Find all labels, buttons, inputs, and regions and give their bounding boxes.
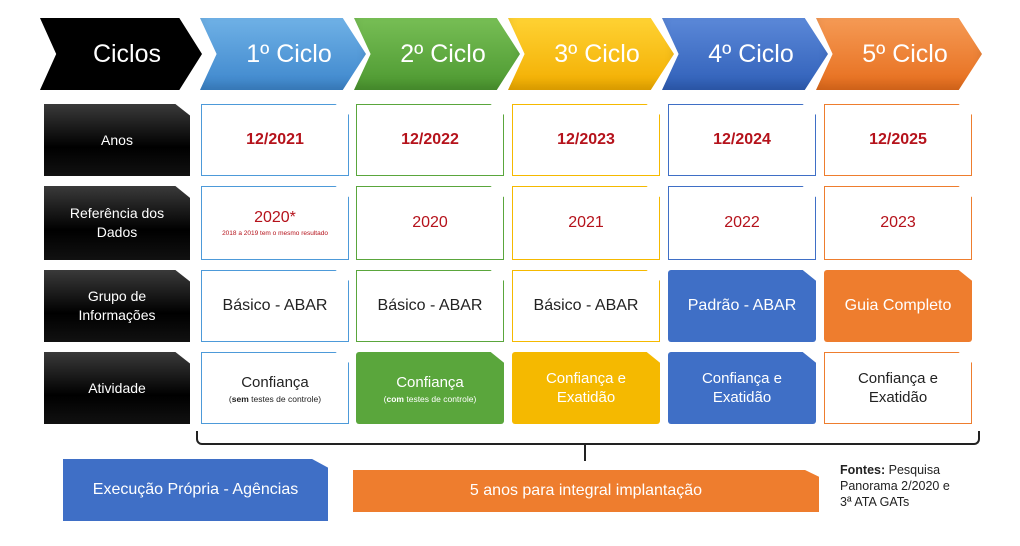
anos-value: 12/2022 — [401, 131, 459, 148]
referencia-value: 2021 — [568, 214, 604, 231]
anos-cell-1: 12/2021 — [201, 104, 349, 176]
atividade-value: Confiança e — [701, 370, 783, 387]
grupo-value: Básico - ABAR — [377, 297, 483, 314]
ciclos-chevron: Ciclos — [40, 18, 202, 90]
anos-cell-4: 12/2024 — [668, 104, 816, 176]
row-label-anos: Anos — [44, 104, 190, 176]
referencia-value: 2023 — [880, 214, 916, 231]
atividade-value: Exatidão — [712, 389, 772, 406]
atividade-value: Confiança — [241, 373, 309, 391]
grupo-value: Básico - ABAR — [533, 297, 639, 314]
referencia-value: 2022 — [724, 214, 760, 231]
execucao-propria-box: Execução Própria - Agências — [63, 459, 328, 521]
ciclos-label: Ciclos — [92, 39, 162, 68]
referencia-cell-2: 2020 — [356, 186, 504, 260]
grupo-value: Básico - ABAR — [222, 297, 328, 314]
grupo-cell-1: Básico - ABAR — [201, 270, 349, 342]
anos-cell-2: 12/2022 — [356, 104, 504, 176]
cycle-1-chevron: 1º Ciclo — [200, 18, 366, 90]
brace-tip — [584, 443, 586, 461]
referencia-cell-1: 2020* 2018 a 2019 tem o mesmo resultado — [201, 186, 349, 260]
cycle-3-chevron: 3º Ciclo — [508, 18, 674, 90]
grupo-cell-3: Básico - ABAR — [512, 270, 660, 342]
grupo-value: Guia Completo — [844, 297, 952, 314]
row-label-referencia: Referência dos Dados — [44, 186, 190, 260]
anos-value: 12/2025 — [869, 131, 927, 148]
atividade-value: Confiança e — [857, 370, 939, 387]
cycle-3-label: 3º Ciclo — [554, 39, 640, 68]
cycle-4-chevron: 4º Ciclo — [662, 18, 828, 90]
brace-bracket — [196, 431, 980, 445]
referencia-value: 2020 — [412, 214, 448, 231]
referencia-cell-4: 2022 — [668, 186, 816, 260]
anos-value: 12/2024 — [713, 131, 771, 148]
referencia-note: 2018 a 2019 tem o mesmo resultado — [222, 229, 328, 237]
row-label-grupo: Grupo de Informações — [44, 270, 190, 342]
cycle-5-chevron: 5º Ciclo — [816, 18, 982, 90]
atividade-value: Confiança e — [545, 370, 627, 387]
referencia-cell-5: 2023 — [824, 186, 972, 260]
anos-value: 12/2023 — [557, 131, 615, 148]
cycle-1-label: 1º Ciclo — [246, 39, 332, 68]
atividade-cell-1: Confiança (sem testes de controle) — [201, 352, 349, 424]
grupo-cell-5: Guia Completo — [824, 270, 972, 342]
grupo-cell-2: Básico - ABAR — [356, 270, 504, 342]
atividade-cell-5: Confiança e Exatidão — [824, 352, 972, 424]
atividade-cell-3: Confiança e Exatidão — [512, 352, 660, 424]
atividade-subtext: (sem testes de controle) — [228, 393, 322, 404]
atividade-subtext: (com testes de controle) — [383, 393, 477, 404]
cycle-5-label: 5º Ciclo — [862, 39, 948, 68]
cycle-4-label: 4º Ciclo — [708, 39, 794, 68]
atividade-cell-2: Confiança (com testes de controle) — [356, 352, 504, 424]
anos-cell-3: 12/2023 — [512, 104, 660, 176]
referencia-value: 2020* — [254, 208, 296, 226]
cycle-2-chevron: 2º Ciclo — [354, 18, 520, 90]
atividade-value: Exatidão — [868, 389, 928, 406]
anos-cell-5: 12/2025 — [824, 104, 972, 176]
atividade-cell-4: Confiança e Exatidão — [668, 352, 816, 424]
grupo-cell-4: Padrão - ABAR — [668, 270, 816, 342]
row-label-atividade: Atividade — [44, 352, 190, 424]
anos-value: 12/2021 — [246, 131, 304, 148]
atividade-value: Exatidão — [556, 389, 616, 406]
fontes-note: Fontes: Pesquisa Panorama 2/2020 e 3ª AT… — [840, 463, 950, 509]
grupo-value: Padrão - ABAR — [687, 297, 797, 314]
implantacao-box: 5 anos para integral implantação — [353, 470, 819, 512]
referencia-cell-3: 2021 — [512, 186, 660, 260]
atividade-value: Confiança — [396, 373, 464, 391]
cycle-2-label: 2º Ciclo — [400, 39, 486, 68]
